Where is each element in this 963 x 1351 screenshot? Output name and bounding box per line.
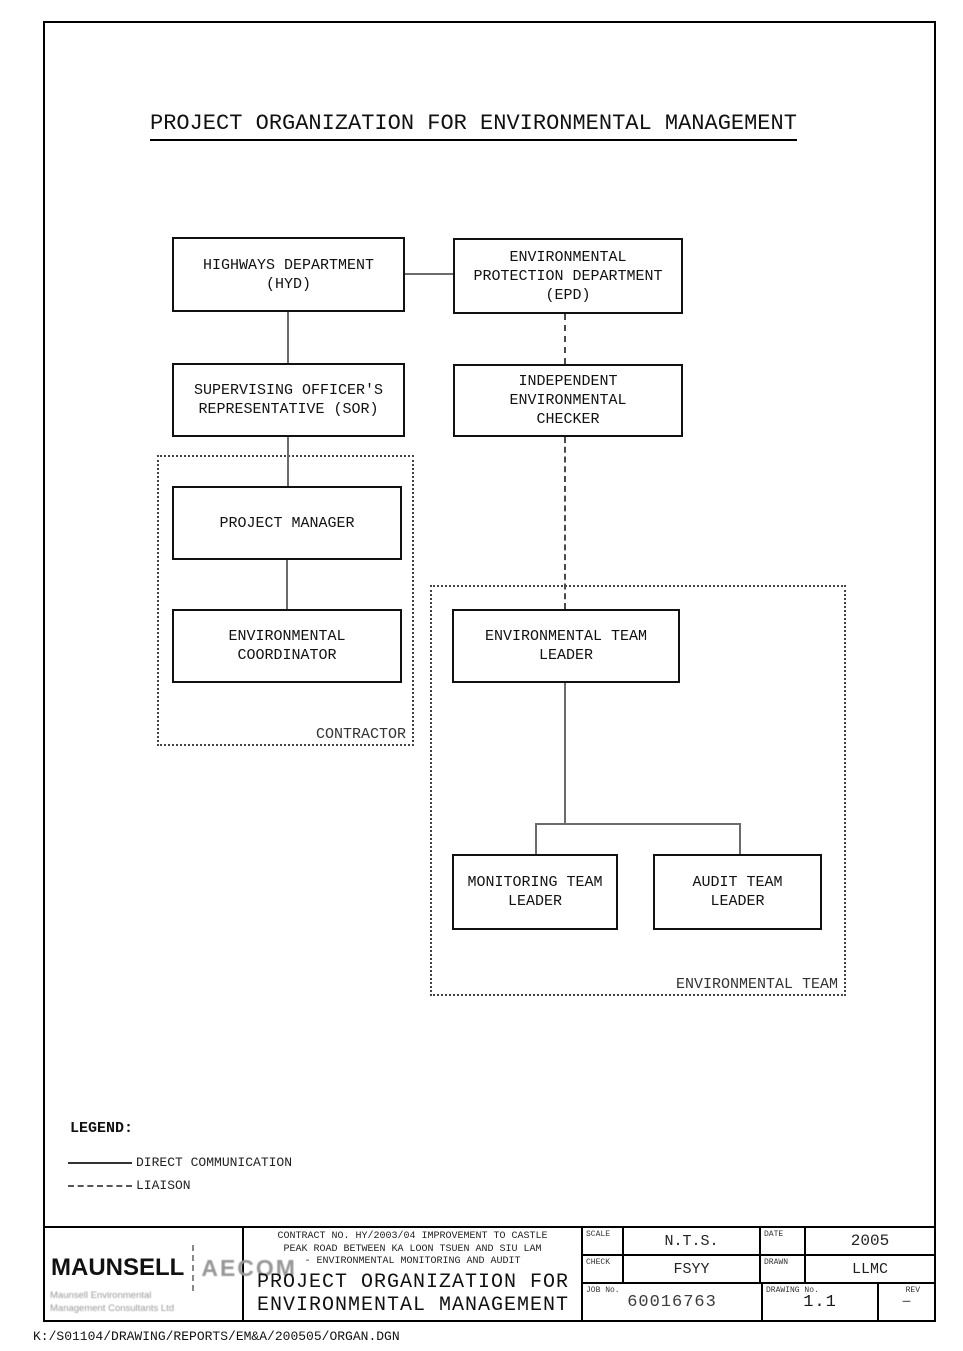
date-value-cell: 2005: [806, 1228, 934, 1254]
title-block-title-cell: CONTRACT NO. HY/2003/04 IMPROVEMENT TO C…: [244, 1228, 583, 1320]
node-environmental-coordinator: ENVIRONMENTAL COORDINATOR: [172, 609, 402, 683]
drawn-label: DRAWN: [764, 1258, 789, 1267]
legend-item-liaison: LIAISON: [136, 1178, 191, 1193]
job-no-cell: JOB No. 60016763: [583, 1284, 763, 1320]
legend-solid-line-sample: [68, 1162, 132, 1164]
contractor-region-label: CONTRACTOR: [315, 726, 406, 743]
logo-divider: [192, 1245, 195, 1291]
environmental-team-region: ENVIRONMENTAL TEAM: [430, 585, 846, 996]
scale-value-cell: N.T.S.: [624, 1228, 761, 1254]
connector-epd-iec-liaison: [564, 314, 566, 364]
node-project-manager: PROJECT MANAGER: [172, 486, 402, 560]
connector-branch-atl: [739, 823, 741, 854]
file-path: K:/S01104/DRAWING/REPORTS/EM&A/200505/OR…: [33, 1329, 400, 1344]
drawing-title: PROJECT ORGANIZATION FOR ENVIRONMENTAL M…: [257, 1271, 570, 1317]
drawn-value: LLMC: [851, 1260, 888, 1278]
connector-sor-pm: [287, 437, 289, 486]
drawn-label-cell: DRAWN: [761, 1256, 806, 1282]
legend-dashed-line-sample: [68, 1185, 132, 1187]
check-value-cell: FSYY: [624, 1256, 761, 1282]
title-block-fields: SCALE N.T.S. DATE 2005 CHECK FSYY: [583, 1228, 934, 1320]
node-independent-environmental-checker: INDEPENDENT ENVIRONMENTAL CHECKER: [453, 364, 683, 437]
connector-hyd-epd: [405, 273, 453, 275]
node-environmental-team-leader: ENVIRONMENTAL TEAM LEADER: [452, 609, 680, 683]
check-value: FSYY: [673, 1260, 710, 1278]
title-block-logo-cell: MAUNSELL AECOM Maunsell Environmental Ma…: [45, 1228, 295, 1320]
node-highways-department: HIGHWAYS DEPARTMENT (HYD): [172, 237, 405, 312]
legend-item-direct-communication: DIRECT COMMUNICATION: [136, 1155, 293, 1170]
date-value: 2005: [850, 1232, 890, 1250]
node-audit-team-leader: AUDIT TEAM LEADER: [653, 854, 822, 930]
aecom-logo: AECOM: [201, 1254, 297, 1281]
scale-label-cell: SCALE: [583, 1228, 624, 1254]
rev-cell: REV –: [879, 1284, 934, 1320]
logo-subtext: Maunsell Environmental Management Consul…: [50, 1290, 175, 1314]
drawn-value-cell: LLMC: [806, 1256, 934, 1282]
rev-value: –: [901, 1292, 912, 1312]
node-environmental-protection-department: ENVIRONMENTAL PROTECTION DEPARTMENT (EPD…: [453, 238, 683, 314]
maunsell-logo: MAUNSELL: [51, 1254, 185, 1281]
drawing-no-value: 1.1: [803, 1292, 837, 1312]
connector-branch-horizontal: [535, 823, 741, 825]
check-label-cell: CHECK: [583, 1256, 624, 1282]
connector-branch-mtl: [535, 823, 537, 854]
page-title: PROJECT ORGANIZATION FOR ENVIRONMENTAL M…: [150, 111, 797, 141]
legend-heading: LEGEND:: [70, 1120, 134, 1137]
job-no-value: 60016763: [627, 1292, 717, 1312]
check-label: CHECK: [586, 1258, 611, 1267]
connector-hyd-sor: [287, 312, 289, 363]
node-supervising-officers-representative: SUPERVISING OFFICER'S REPRESENTATIVE (SO…: [172, 363, 405, 437]
job-no-label: JOB No.: [586, 1286, 620, 1295]
connector-iec-etl-liaison: [564, 437, 566, 609]
date-label: DATE: [764, 1230, 784, 1239]
rev-label: REV: [905, 1286, 920, 1295]
contract-description: CONTRACT NO. HY/2003/04 IMPROVEMENT TO C…: [277, 1231, 548, 1267]
title-block: MAUNSELL AECOM Maunsell Environmental Ma…: [43, 1226, 936, 1322]
connector-etl-stem: [564, 683, 566, 823]
drawing-no-cell: DRAWING No. 1.1: [763, 1284, 879, 1320]
contractor-region: CONTRACTOR: [157, 455, 414, 746]
scale-value: N.T.S.: [664, 1232, 719, 1250]
drawing-no-label: DRAWING No.: [766, 1286, 819, 1295]
scale-label: SCALE: [586, 1230, 611, 1239]
connector-pm-ec: [286, 560, 288, 609]
date-label-cell: DATE: [761, 1228, 806, 1254]
node-monitoring-team-leader: MONITORING TEAM LEADER: [452, 854, 618, 930]
environmental-team-region-label: ENVIRONMENTAL TEAM: [675, 976, 838, 993]
